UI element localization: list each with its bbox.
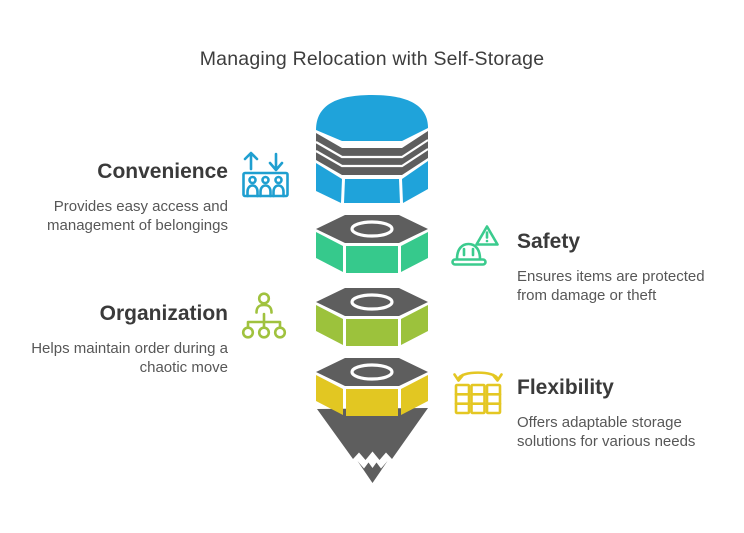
elevator-icon <box>240 146 292 198</box>
funnel-segment-convenience <box>315 95 429 203</box>
item-heading: Organization <box>99 302 228 325</box>
org-chart-icon <box>238 291 290 343</box>
item-description: Provides easy access and management of b… <box>47 198 228 234</box>
item-heading: Safety <box>517 230 581 253</box>
funnel-segment-safety <box>316 215 428 273</box>
item-convenience: Convenience Provides easy access and man… <box>18 160 228 235</box>
item-flexibility: Flexibility Offers adaptable storage sol… <box>517 376 717 451</box>
safety-helmet-warning-icon <box>450 219 502 271</box>
funnel-cone <box>317 408 428 483</box>
item-organization: Organization Helps maintain order during… <box>18 302 228 377</box>
item-description: Ensures items are protected from damage … <box>517 268 705 304</box>
item-heading: Flexibility <box>517 376 614 399</box>
item-heading: Convenience <box>97 160 228 183</box>
page-title: Managing Relocation with Self-Storage <box>199 48 545 70</box>
funnel-illustration <box>315 95 429 483</box>
funnel-segment-flexibility <box>316 358 428 416</box>
item-safety: Safety Ensures items are protected from … <box>517 230 717 305</box>
funnel-segment-organization <box>316 288 428 346</box>
item-description: Helps maintain order during a chaotic mo… <box>31 340 228 376</box>
item-description: Offers adaptable storage solutions for v… <box>517 414 696 450</box>
storage-racks-icon <box>452 363 504 415</box>
